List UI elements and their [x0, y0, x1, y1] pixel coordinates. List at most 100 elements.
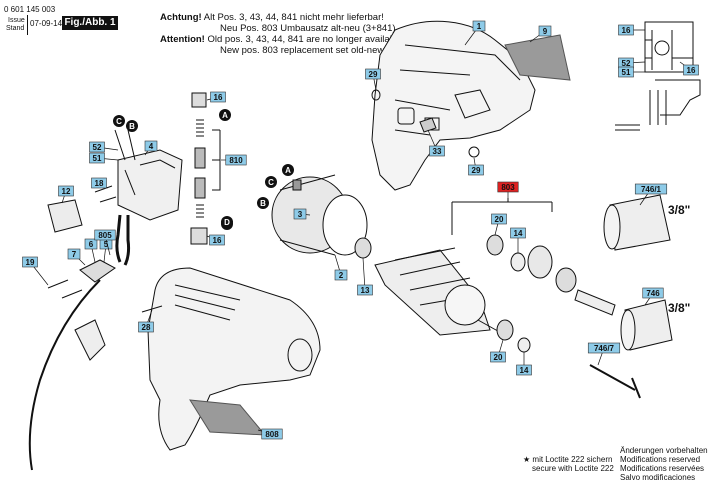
callout-label: 29 [369, 70, 378, 79]
callout-label: 810 [229, 156, 243, 165]
callout-3: 3 [293, 208, 311, 220]
brush-holder-assembly [190, 92, 221, 245]
part-number: 0 601 145 003 [4, 5, 56, 14]
bracket-803 [451, 198, 553, 235]
callout-label: 5 [104, 240, 109, 249]
modifications-note: Änderungen vorbehalten Modifications res… [620, 446, 708, 482]
notice-de-heading: Achtung! [160, 12, 202, 23]
screw-part [47, 279, 83, 299]
callout-52: 52 [89, 141, 119, 153]
callout-14a: 14 [510, 227, 526, 253]
cable-protector-part [74, 319, 106, 361]
connector-circle-b: B [126, 120, 138, 132]
power-cable [28, 279, 101, 471]
connector-circle-b: B [257, 197, 269, 209]
callout-label: 16 [213, 236, 222, 245]
armature-part [374, 247, 506, 336]
svg-text:A: A [222, 111, 228, 120]
o-ring-part [468, 146, 480, 158]
svg-text:A: A [285, 166, 291, 175]
svg-text:D: D [224, 218, 230, 227]
motor-housing-part [147, 267, 321, 451]
switch-part [114, 129, 183, 266]
stand-label: Stand [6, 25, 25, 32]
cable-clamp-part [79, 259, 116, 283]
callout-label: 16 [214, 93, 223, 102]
callout-label: 52 [93, 143, 102, 152]
callout-label: 51 [93, 154, 102, 163]
issue-label: Issue [8, 17, 25, 24]
callout-810: 810 [221, 154, 247, 166]
callout-label: 6 [89, 240, 94, 249]
loctite-en: secure with Loctite 222 [532, 464, 614, 473]
wiring-schematic [615, 21, 701, 131]
notice-block: Achtung! Alt Pos. 3, 43, 44, 841 nicht m… [160, 12, 420, 56]
loctite-note: ★ mit Loctite 222 sichern secure with Lo… [523, 455, 614, 473]
callout-4: 4 [144, 140, 158, 156]
callout-ws16b: 16 [679, 61, 699, 76]
callout-label: 28 [142, 323, 151, 332]
callout-16b: 16 [206, 234, 225, 246]
notice-de-line1: Alt Pos. 3, 43, 44, 841 nicht mehr liefe… [201, 12, 384, 23]
issue-date: 07-09-14 [30, 19, 63, 28]
modifications-line: Änderungen vorbehalten [620, 446, 708, 455]
callout-label: 808 [265, 430, 279, 439]
callout-label: 3 [298, 210, 303, 219]
svg-text:C: C [116, 117, 122, 126]
callout-label: 7 [72, 250, 77, 259]
notice-en-line1: Old pos. 3, 43, 44, 841 are no longer av… [204, 34, 406, 45]
callout-label: 18 [95, 179, 104, 188]
figure-label: Fig./Abb. 1 [62, 16, 118, 30]
callout-label: 16 [687, 66, 696, 75]
chuck-size-label: 3/8" [668, 203, 690, 217]
callout-label: 746/7 [594, 344, 615, 353]
header-divider [27, 15, 28, 35]
callout-9: 9 [529, 25, 552, 43]
chuck-size-label: 3/8" [668, 301, 690, 315]
callout-803: 803 [497, 181, 519, 198]
modifications-line: Modifications reserved [620, 455, 701, 464]
callout-label: 20 [494, 353, 503, 362]
spindle-part [574, 289, 616, 316]
star-icon: ★ [523, 455, 531, 464]
chuck-key-part [589, 364, 641, 399]
callout-18: 18 [91, 177, 109, 189]
cover-plate-part [47, 199, 83, 233]
callout-ws51: 51 [618, 66, 645, 78]
notice-en-heading: Attention! [160, 34, 205, 45]
connector-circle-a: A [282, 164, 294, 176]
connector-circle-c: C [113, 115, 125, 127]
loctite-de: mit Loctite 222 sichern [532, 455, 613, 464]
gear-part [527, 245, 553, 279]
callout-label: 9 [543, 27, 548, 36]
callout-label: 20 [495, 215, 504, 224]
callout-ws52: 52 [618, 57, 646, 69]
callout-label: 1 [477, 22, 482, 31]
callout-33: 33 [427, 129, 445, 157]
callout-label: 746 [646, 289, 660, 298]
callout-29: 29 [365, 68, 381, 91]
callout-label: 746/1 [641, 185, 662, 194]
callout-label: 29 [472, 166, 481, 175]
callout-2: 2 [334, 254, 348, 281]
screw-part [141, 305, 163, 313]
keyed-chuck-part [620, 299, 673, 351]
callout-label: 14 [514, 229, 523, 238]
notice-de-line2: Neu Pos. 803 Umbausatz alt-neu (3+841) [220, 23, 396, 34]
callout-label: 19 [26, 258, 35, 267]
callout-12: 12 [58, 185, 74, 204]
connector-circle-d: D [221, 216, 233, 228]
modifications-line: Modifications reservées [620, 464, 705, 473]
modifications-line: Salvo modificaciones [620, 473, 696, 482]
notice-en-line2: New pos. 803 replacement set old-new (3+… [220, 45, 420, 56]
callout-19: 19 [22, 256, 49, 286]
cover-part [504, 34, 571, 81]
svg-text:B: B [260, 199, 266, 208]
callout-20b: 20 [490, 339, 506, 363]
callout-7: 7 [67, 248, 86, 266]
callout-label: 51 [622, 68, 631, 77]
callout-label: 33 [433, 147, 442, 156]
bearing-part [555, 267, 577, 293]
